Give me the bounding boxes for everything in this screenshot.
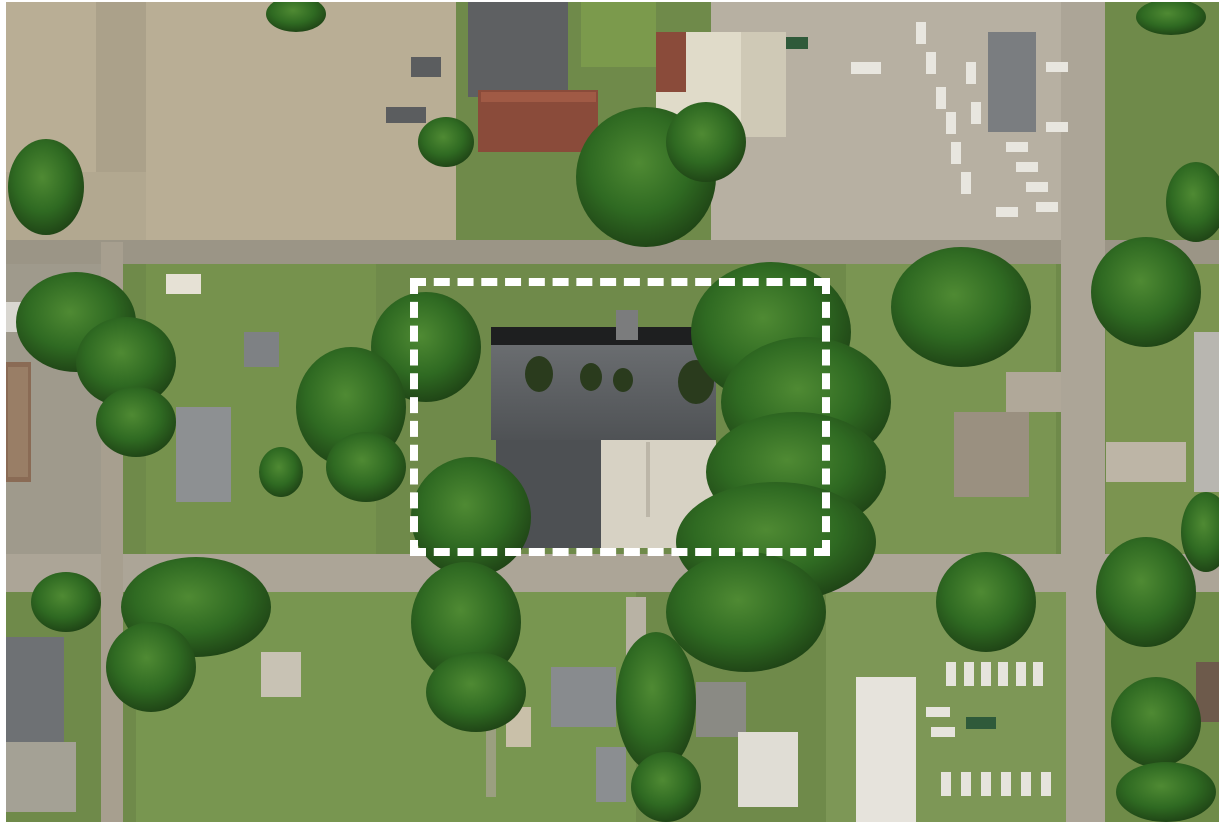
central-building-roof: [491, 345, 716, 440]
house-roof: [176, 407, 231, 502]
road-east: [1061, 2, 1105, 822]
building-roof-grey: [988, 32, 1036, 132]
house-roof-sw: [6, 637, 64, 747]
road-north: [6, 240, 1219, 264]
tree-canopy: [8, 2, 1219, 822]
satellite-map[interactable]: [6, 2, 1219, 822]
selection-box[interactable]: [410, 278, 830, 556]
building-roof: [468, 2, 568, 97]
house-roof-tan: [954, 412, 1029, 497]
warehouse-roof: [856, 677, 916, 822]
parked-cars: [851, 22, 1068, 217]
aerial-imagery: [6, 2, 1219, 822]
